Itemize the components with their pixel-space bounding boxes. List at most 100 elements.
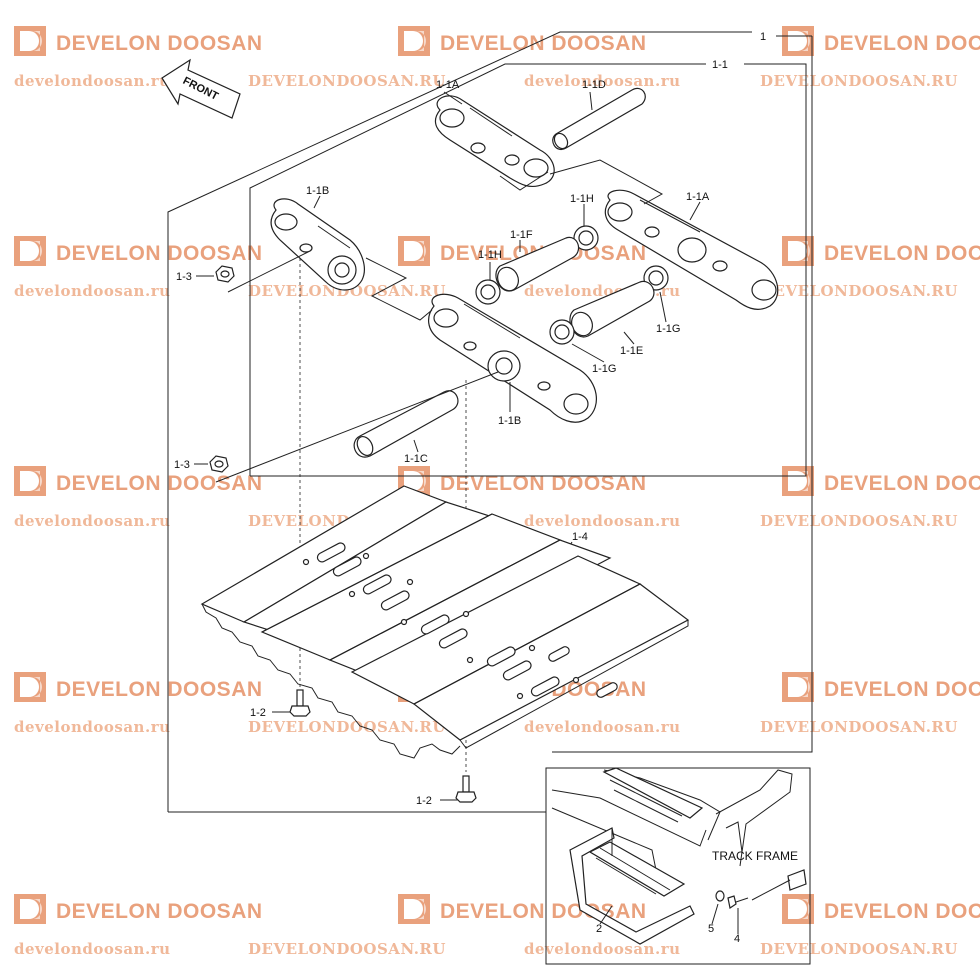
watermark-url: develondoosan.ru [14,72,171,90]
assembly-frame [167,31,813,965]
watermark-url: DEVELONDOOSAN.RU [248,282,446,300]
watermark-brand: DEVELON DOOSAN [824,900,980,923]
callout-1-1g-right: 1-1G [656,323,680,335]
brand-logo-icon [14,672,46,702]
inset-step-assembly [551,767,807,945]
seal-1-1h-upper [573,225,599,251]
link-1-1b-left [270,198,365,291]
bushing-1-1f [495,236,580,292]
track-shoe-assembly-1-4 [200,485,690,759]
brand-logo-icon [14,894,46,924]
pin-1-1d [552,87,646,150]
brand-logo-icon [14,26,46,56]
link-1-1a-top [434,95,555,188]
brand-logo-icon [782,26,814,56]
watermark-url: DEVELONDOOSAN.RU [760,72,958,90]
outer-bracket-right [552,36,813,753]
brand-logo-icon [14,236,46,266]
watermark-url: DEVELONDOOSAN.RU [760,940,958,958]
watermark-url: develondoosan.ru [14,940,171,958]
callout-1-1d: 1-1D [582,79,606,91]
callout-1-1e: 1-1E [620,345,643,357]
watermark-brand: DEVELON DOOSAN [56,32,263,55]
watermark-brand: DEVELON DOOSAN [824,678,980,701]
watermark-row-2: DEVELON DOOSAN DEVELON DOOSAN DEVELON DO… [14,236,980,300]
watermark-brand: DEVELON DOOSAN [824,472,980,495]
seal-1-1g-left [549,319,575,345]
shoe-bolt-holes [302,542,618,700]
callout-1-1b-middle: 1-1B [498,415,521,427]
watermark-brand: DEVELON DOOSAN [56,678,263,701]
link-1-1b-middle [428,293,597,423]
callout-1-1h-lower: 1-1H [478,249,502,261]
watermark-url: DEVELONDOOSAN.RU [248,72,446,90]
watermark-url: develondoosan.ru [14,718,171,736]
watermark-url: develondoosan.ru [524,940,681,958]
callout-4: 4 [734,933,740,945]
callout-1-1g-left: 1-1G [592,363,616,375]
watermark-url: develondoosan.ru [524,512,681,530]
callout-1-1b-left: 1-1B [306,185,329,197]
callout-1-3-lower: 1-3 [174,459,190,471]
brand-logo-icon [14,466,46,496]
link-1-1a-right [604,189,779,310]
washer-5 [715,890,725,902]
watermark-brand: DEVELON DOOSAN [440,900,647,923]
seal-1-1h-lower [475,279,501,305]
callout-1-1a-top: 1-1A [436,79,460,91]
brand-logo-icon [398,236,430,266]
callout-1-1f: 1-1F [510,229,533,241]
watermark-layer: DEVELON DOOSAN DEVELON DOOSAN DEVELON DO… [14,26,980,958]
inner-box-right [250,63,807,477]
watermark-brand: DEVELON DOOSAN [824,242,980,265]
callout-1-1h-upper: 1-1H [570,193,594,205]
watermark-row-5: DEVELON DOOSAN DEVELON DOOSAN DEVELON DO… [14,894,980,958]
callout-labels: 1 1-1 1-1A 1-1D 1-1B 1-1H 1-1A 1-1F 1-1H… [174,31,798,945]
watermark-row-3: DEVELON DOOSAN DEVELON DOOSAN DEVELON DO… [14,466,980,530]
brand-logo-icon [782,672,814,702]
brand-logo-icon [782,894,814,924]
watermark-url: develondoosan.ru [14,282,171,300]
step-2 [569,827,695,945]
outer-bracket-line [167,31,752,812]
watermark-url: develondoosan.ru [14,512,171,530]
watermark-url: develondoosan.ru [524,718,681,736]
bolt-1-2-lower [455,775,477,803]
brand-logo-icon [782,466,814,496]
front-direction-arrow: FRONT [161,58,241,119]
callout-5: 5 [708,923,714,935]
bolt-4 [727,895,749,909]
callout-1-4: 1-4 [572,531,588,543]
watermark-url: DEVELONDOOSAN.RU [760,512,958,530]
watermark-url: develondoosan.ru [524,72,681,90]
watermark-brand: DEVELON DOOSAN [440,472,647,495]
watermark-url: DEVELONDOOSAN.RU [248,718,446,736]
track-frame-label: TRACK FRAME [712,849,798,863]
callout-1-1c: 1-1C [404,453,428,465]
watermark-brand: DEVELON DOOSAN [56,242,263,265]
bushing-1-1e [569,280,655,338]
inner-box-line [249,63,706,476]
nut-1-3-lower [209,455,229,473]
brand-logo-icon [398,26,430,56]
watermark-brand: DEVELON DOOSAN [440,32,647,55]
watermark-brand: DEVELON DOOSAN [56,900,263,923]
brand-logo-icon [398,894,430,924]
watermark-brand: DEVELON DOOSAN [56,472,263,495]
nut-1-3-upper [215,265,235,283]
callout-1: 1 [760,31,766,43]
callout-2: 2 [596,923,602,935]
pin-1-1c [353,390,459,458]
upper-step-tread [609,779,683,823]
callout-1-1a-right: 1-1A [686,191,710,203]
inset-frame [545,767,811,965]
watermark-brand: DEVELON DOOSAN [824,32,980,55]
bolt-1-2-upper [289,689,311,717]
brand-logo-icon [782,236,814,266]
watermark-url: DEVELONDOOSAN.RU [760,718,958,736]
callout-1-2-lower: 1-2 [416,795,432,807]
watermark-url: DEVELONDOOSAN.RU [248,940,446,958]
callout-1-1: 1-1 [712,59,728,71]
